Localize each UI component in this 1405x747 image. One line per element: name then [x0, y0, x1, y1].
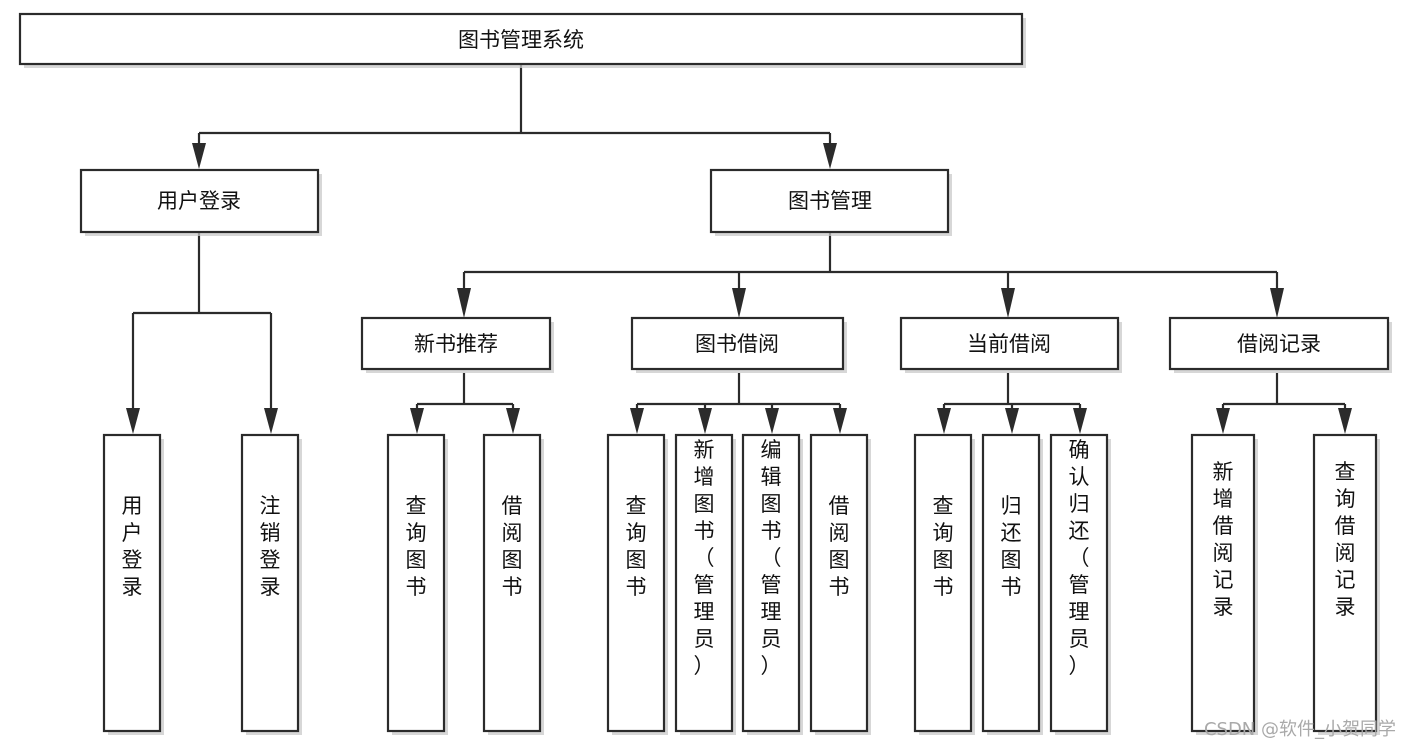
arrow-head-nbr-leaf-2	[506, 408, 520, 434]
leaf-add-book-admin-label: 新增图书（管理员）	[694, 438, 715, 678]
node-current-borrow-label: 当前借阅	[967, 332, 1051, 356]
watermark-label: CSDN @软件_小贺同学	[1204, 719, 1396, 740]
leaf-user-login-box[interactable]	[102, 433, 162, 733]
leaf-query-book-1[interactable]: 查询图书	[386, 433, 448, 735]
leaf-edit-book-admin-box[interactable]	[741, 433, 801, 733]
node-borrow-record-label: 借阅记录	[1237, 332, 1321, 356]
node-book-borrow-label: 图书借阅	[695, 332, 779, 356]
arrow-head-new-book-recommend	[457, 288, 471, 318]
leaf-confirm-return-admin-box[interactable]	[1049, 433, 1109, 733]
leaf-add-book-admin[interactable]: 新增图书（管理员）	[674, 433, 736, 735]
node-book-manage-label: 图书管理	[788, 189, 872, 213]
node-root-box[interactable]	[18, 12, 1024, 66]
node-user-login-label: 用户登录	[157, 189, 241, 213]
leaf-borrow-book-2-label: 借阅图书	[829, 494, 850, 599]
leaf-logout-login-box[interactable]	[240, 433, 300, 733]
leaf-return-book-box[interactable]	[981, 433, 1041, 733]
arrow-head-br-leaf-1	[1216, 408, 1230, 434]
leaf-confirm-return-admin[interactable]: 确认归还（管理员）	[1049, 433, 1111, 735]
arrow-head-book-borrow	[732, 288, 746, 318]
leaf-query-book-2[interactable]: 查询图书	[606, 433, 668, 735]
arrow-head-bb-leaf-3	[765, 408, 779, 434]
node-user-login[interactable]: 用户登录	[79, 168, 322, 236]
leaf-add-borrow-record-label: 新增借阅记录	[1213, 460, 1234, 619]
leaf-add-borrow-record-box[interactable]	[1190, 433, 1256, 733]
leaf-edit-book-admin[interactable]: 编辑图书（管理员）	[741, 433, 803, 735]
leaf-add-borrow-record[interactable]: 新增借阅记录	[1190, 433, 1258, 735]
leaf-query-borrow-record[interactable]: 查询借阅记录	[1312, 433, 1380, 735]
arrow-head-cb-leaf-3	[1073, 408, 1087, 434]
arrow-head-bb-leaf-2	[698, 408, 712, 434]
leaf-query-book-3-box[interactable]	[913, 433, 973, 733]
arrow-head-user-login	[192, 143, 206, 169]
leaf-query-book-2-box[interactable]	[606, 433, 666, 733]
leaf-query-borrow-record-box[interactable]	[1312, 433, 1378, 733]
leaf-return-book-label: 归还图书	[1001, 494, 1022, 599]
node-borrow-record[interactable]: 借阅记录	[1168, 316, 1392, 373]
arrow-head-br-leaf-2	[1338, 408, 1352, 434]
node-book-manage-box[interactable]	[709, 168, 950, 234]
node-new-book-recommend-box[interactable]	[360, 316, 552, 371]
node-current-borrow-box[interactable]	[899, 316, 1120, 371]
leaf-user-login[interactable]: 用户登录	[102, 433, 164, 735]
leaf-query-borrow-record-label: 查询借阅记录	[1335, 460, 1356, 619]
leaf-confirm-return-admin-label: 确认归还（管理员）	[1069, 438, 1090, 678]
arrow-head-bb-leaf-1	[630, 408, 644, 434]
leaf-query-book-1-label: 查询图书	[406, 494, 427, 599]
leaf-add-book-admin-box[interactable]	[674, 433, 734, 733]
node-book-borrow-box[interactable]	[630, 316, 845, 371]
arrow-head-book-manage	[823, 143, 837, 169]
leaf-borrow-book-1-label: 借阅图书	[502, 494, 523, 599]
leaf-edit-book-admin-label: 编辑图书（管理员）	[761, 438, 782, 678]
leaf-borrow-book-2[interactable]: 借阅图书	[809, 433, 871, 735]
leaf-query-book-2-label: 查询图书	[626, 494, 647, 599]
node-user-login-box[interactable]	[79, 168, 320, 234]
leaf-borrow-book-1-box[interactable]	[482, 433, 542, 733]
arrow-head-leaf-user-login	[126, 408, 140, 434]
node-root-label: 图书管理系统	[458, 28, 584, 52]
node-book-manage[interactable]: 图书管理	[709, 168, 952, 236]
leaf-logout-login-label: 注销登录	[260, 494, 281, 599]
leaf-query-book-3-label: 查询图书	[933, 494, 954, 599]
connector-layer	[126, 64, 1352, 434]
arrow-head-cb-leaf-2	[1005, 408, 1019, 434]
leaf-user-login-label: 用户登录	[122, 494, 143, 599]
leaf-query-book-1-box[interactable]	[386, 433, 446, 733]
node-current-borrow[interactable]: 当前借阅	[899, 316, 1122, 373]
leaf-borrow-book-1[interactable]: 借阅图书	[482, 433, 544, 735]
arrow-head-current-borrow	[1001, 288, 1015, 318]
arrow-head-nbr-leaf-1	[410, 408, 424, 434]
leaf-borrow-book-2-box[interactable]	[809, 433, 869, 733]
arrow-head-borrow-record	[1270, 288, 1284, 318]
node-borrow-record-box[interactable]	[1168, 316, 1390, 371]
node-new-book-recommend-label: 新书推荐	[414, 332, 498, 356]
leaf-logout-login[interactable]: 注销登录	[240, 433, 302, 735]
arrow-head-cb-leaf-1	[937, 408, 951, 434]
arrow-head-bb-leaf-4	[833, 408, 847, 434]
leaf-query-book-3[interactable]: 查询图书	[913, 433, 975, 735]
node-new-book-recommend[interactable]: 新书推荐	[360, 316, 554, 373]
node-root[interactable]: 图书管理系统	[18, 12, 1026, 68]
arrow-head-leaf-logout-login	[264, 408, 278, 434]
leaf-return-book[interactable]: 归还图书	[981, 433, 1043, 735]
node-book-borrow[interactable]: 图书借阅	[630, 316, 847, 373]
